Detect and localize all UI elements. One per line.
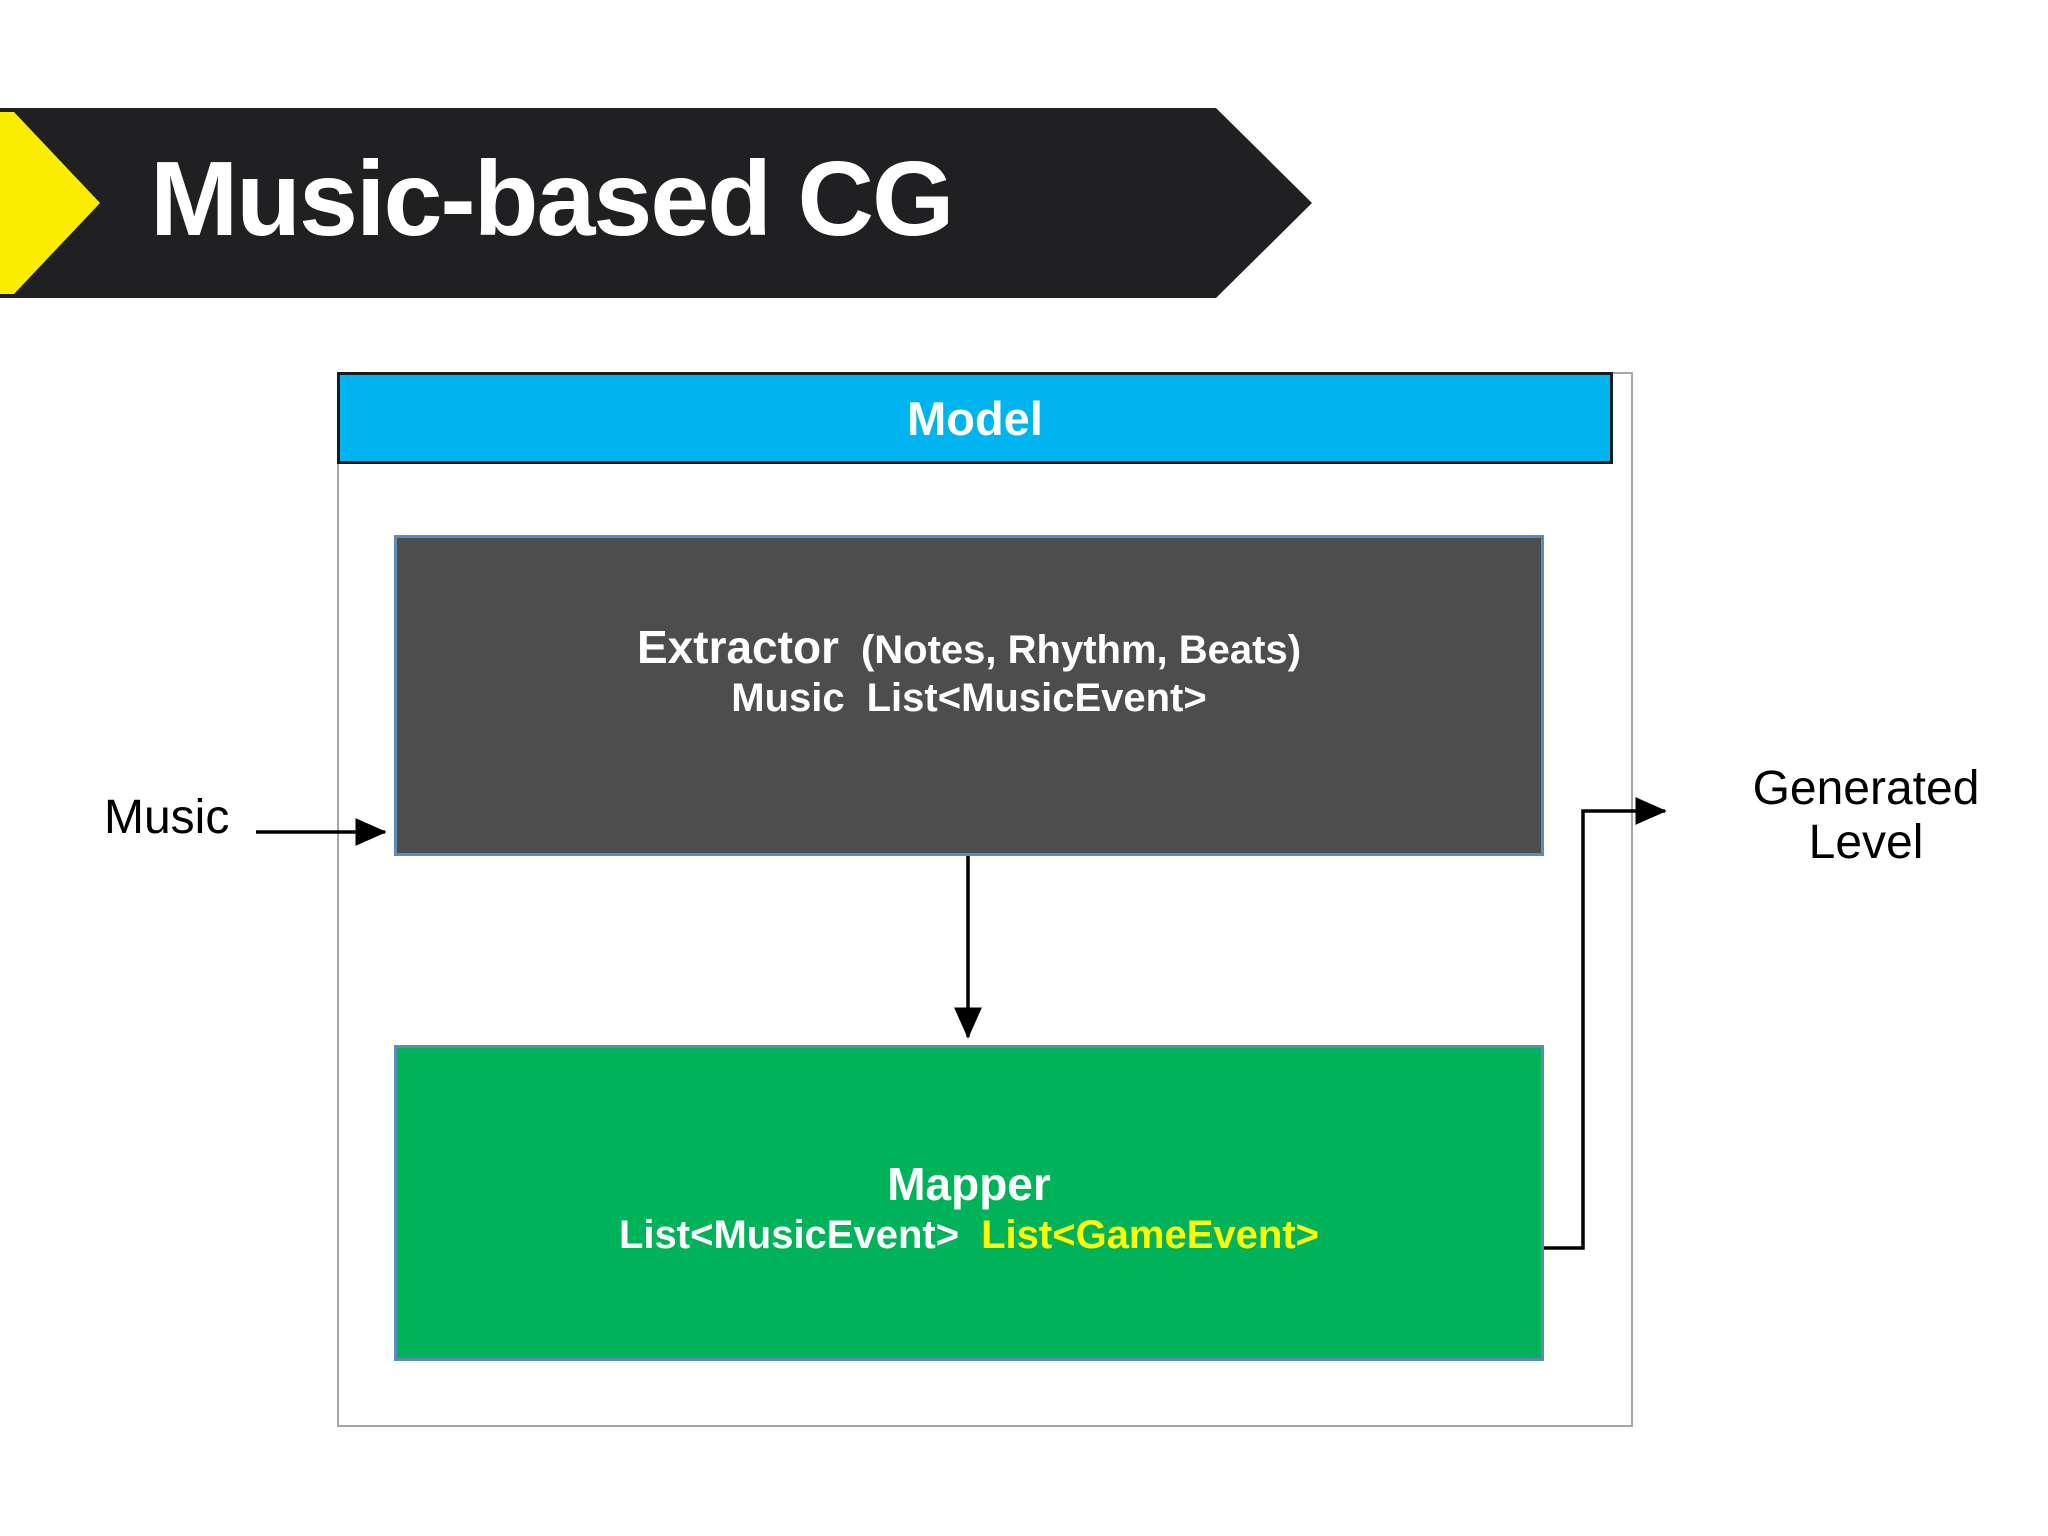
extractor-node[interactable]: Extractor (Notes, Rhythm, Beats) Music Lis… <box>394 535 1544 856</box>
title-banner-chevron-shape <box>0 108 1312 298</box>
model-header-bar: Model <box>337 372 1613 464</box>
page-title: Music-based CG <box>150 140 955 258</box>
mapper-input-type: List<MusicEvent> <box>618 1212 960 1257</box>
model-header-label: Model <box>907 391 1043 445</box>
title-banner: Music-based CG <box>0 108 1312 298</box>
output-label-generated-level: Generated Level <box>1716 762 2016 870</box>
extractor-title: Extractor <box>636 621 839 673</box>
output-label-line1: Generated <box>1752 762 1980 815</box>
extractor-output-type: List<MusicEvent> <box>866 675 1207 720</box>
input-label-music: Music <box>104 791 230 844</box>
output-label-line2: Level <box>1808 815 1924 869</box>
mapper-output-type: List<GameEvent> <box>981 1212 1320 1257</box>
extractor-input-type: Music <box>731 675 845 720</box>
extractor-io-line: Music List<MusicEvent> <box>731 676 1206 721</box>
mapper-title: Mapper <box>887 1158 1051 1210</box>
mapper-io-line: List<MusicEvent> List<GameEvent> <box>619 1213 1319 1258</box>
extractor-heading-line: Extractor (Notes, Rhythm, Beats) <box>636 621 1302 674</box>
extractor-subtitle: (Notes, Rhythm, Beats) <box>860 628 1302 672</box>
mapper-node[interactable]: Mapper List<MusicEvent> List<GameEvent> <box>394 1045 1544 1361</box>
